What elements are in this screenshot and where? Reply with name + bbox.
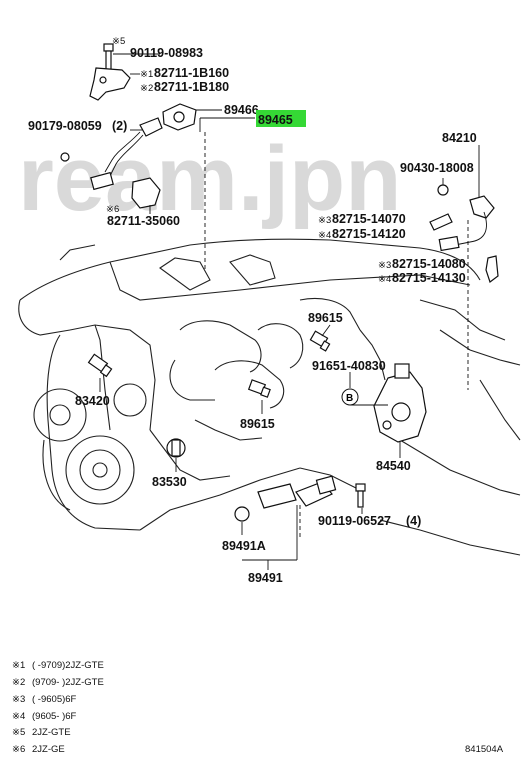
- highlight-box: [256, 110, 306, 127]
- part-number-label: 90179-08059: [28, 119, 102, 133]
- switch-84210-illustration: [437, 184, 495, 252]
- part-number-label: 91651-40830: [312, 359, 386, 373]
- harness-clamp-82715-14080-illustration: [485, 255, 499, 283]
- bolt-90119-08983-illustration: [103, 43, 114, 72]
- figure-code: 841504A: [465, 744, 504, 755]
- sensor-83420-illustration: [87, 353, 113, 378]
- part-number-label: 89466: [224, 103, 259, 117]
- mark-label: ※1: [140, 69, 153, 80]
- watermark-text: ream.jpn: [18, 128, 401, 230]
- part-number-label: 90119-08983: [130, 46, 203, 60]
- gasket-89466-illustration: [162, 103, 197, 131]
- part-number-label: 82715-14120: [332, 227, 406, 241]
- callout-letter: B: [346, 393, 353, 404]
- part-labels: ※5 90119-08983 ※1 82711-1B160 ※2 82711-1…: [28, 36, 477, 585]
- part-number-label: 89615: [240, 417, 275, 431]
- legend-text: (9709- )2JZ-GTE: [32, 677, 104, 688]
- bolt-90119-06527-illustration: [355, 483, 366, 508]
- footnote-legend: ※1 ( -9709)2JZ-GTE ※2 (9709- )2JZ-GTE ※3…: [12, 660, 104, 755]
- quantity-label: (4): [406, 514, 421, 528]
- legend-mark: ※6: [12, 744, 25, 755]
- part-number-label: 89491: [248, 571, 283, 585]
- mark-label: ※3: [318, 215, 331, 226]
- legend-text: ( -9709)2JZ-GTE: [32, 660, 104, 671]
- switch-83530-illustration: [166, 438, 186, 458]
- part-number-label: 82711-1B180: [154, 80, 229, 94]
- legend-text: 2JZ-GTE: [32, 727, 71, 738]
- legend-text: (9605- )6F: [32, 711, 77, 722]
- part-number-label: 82715-14130: [392, 271, 466, 285]
- part-number-label-highlighted: 89465: [258, 113, 293, 127]
- sensor-harness-illustration: [60, 117, 163, 191]
- mark-label: ※6: [106, 204, 119, 215]
- leader-lines: [99, 53, 480, 570]
- legend-mark: ※5: [12, 727, 25, 738]
- legend-mark: ※2: [12, 677, 25, 688]
- part-number-label: 83530: [152, 475, 187, 489]
- sensor-bracket-82711-illustration: [89, 67, 131, 101]
- part-number-label: 82715-14080: [392, 257, 466, 271]
- part-number-label: 83420: [75, 394, 110, 408]
- sensor-89615-upper-illustration: [309, 330, 331, 352]
- mark-label: ※2: [140, 83, 153, 94]
- harness-clamp-82715-14070-illustration: [429, 213, 453, 231]
- part-number-label: 84210: [442, 131, 477, 145]
- part-number-label: 82711-35060: [107, 214, 180, 228]
- mark-label: ※4: [318, 230, 331, 241]
- part-number-label: 82715-14070: [332, 212, 406, 226]
- sensor-89615-lower-illustration: [247, 379, 271, 398]
- callout-circle: [341, 388, 359, 406]
- part-number-label: 89615: [308, 311, 343, 325]
- part-number-label: 82711-1B160: [154, 66, 229, 80]
- legend-text: 2JZ-GE: [32, 744, 65, 755]
- bracket-82711-35060-illustration: [131, 177, 161, 209]
- mark-label: ※4: [378, 274, 391, 285]
- legend-mark: ※4: [12, 711, 25, 722]
- sensor-89491-illustration: [234, 475, 337, 522]
- legend-mark: ※1: [12, 660, 25, 671]
- assembly-84540-illustration: [373, 363, 427, 443]
- quantity-label: (2): [112, 119, 127, 133]
- engine-block-illustration: [18, 238, 521, 556]
- part-number-label: 84540: [376, 459, 411, 473]
- part-number-label: 90430-18008: [400, 161, 474, 175]
- part-number-label: 89491A: [222, 539, 266, 553]
- part-number-label: 90119-06527: [318, 514, 391, 528]
- legend-mark: ※3: [12, 694, 25, 705]
- mark-label: ※3: [378, 260, 391, 271]
- mark-label: ※5: [112, 36, 125, 47]
- legend-text: ( -9605)6F: [32, 694, 77, 705]
